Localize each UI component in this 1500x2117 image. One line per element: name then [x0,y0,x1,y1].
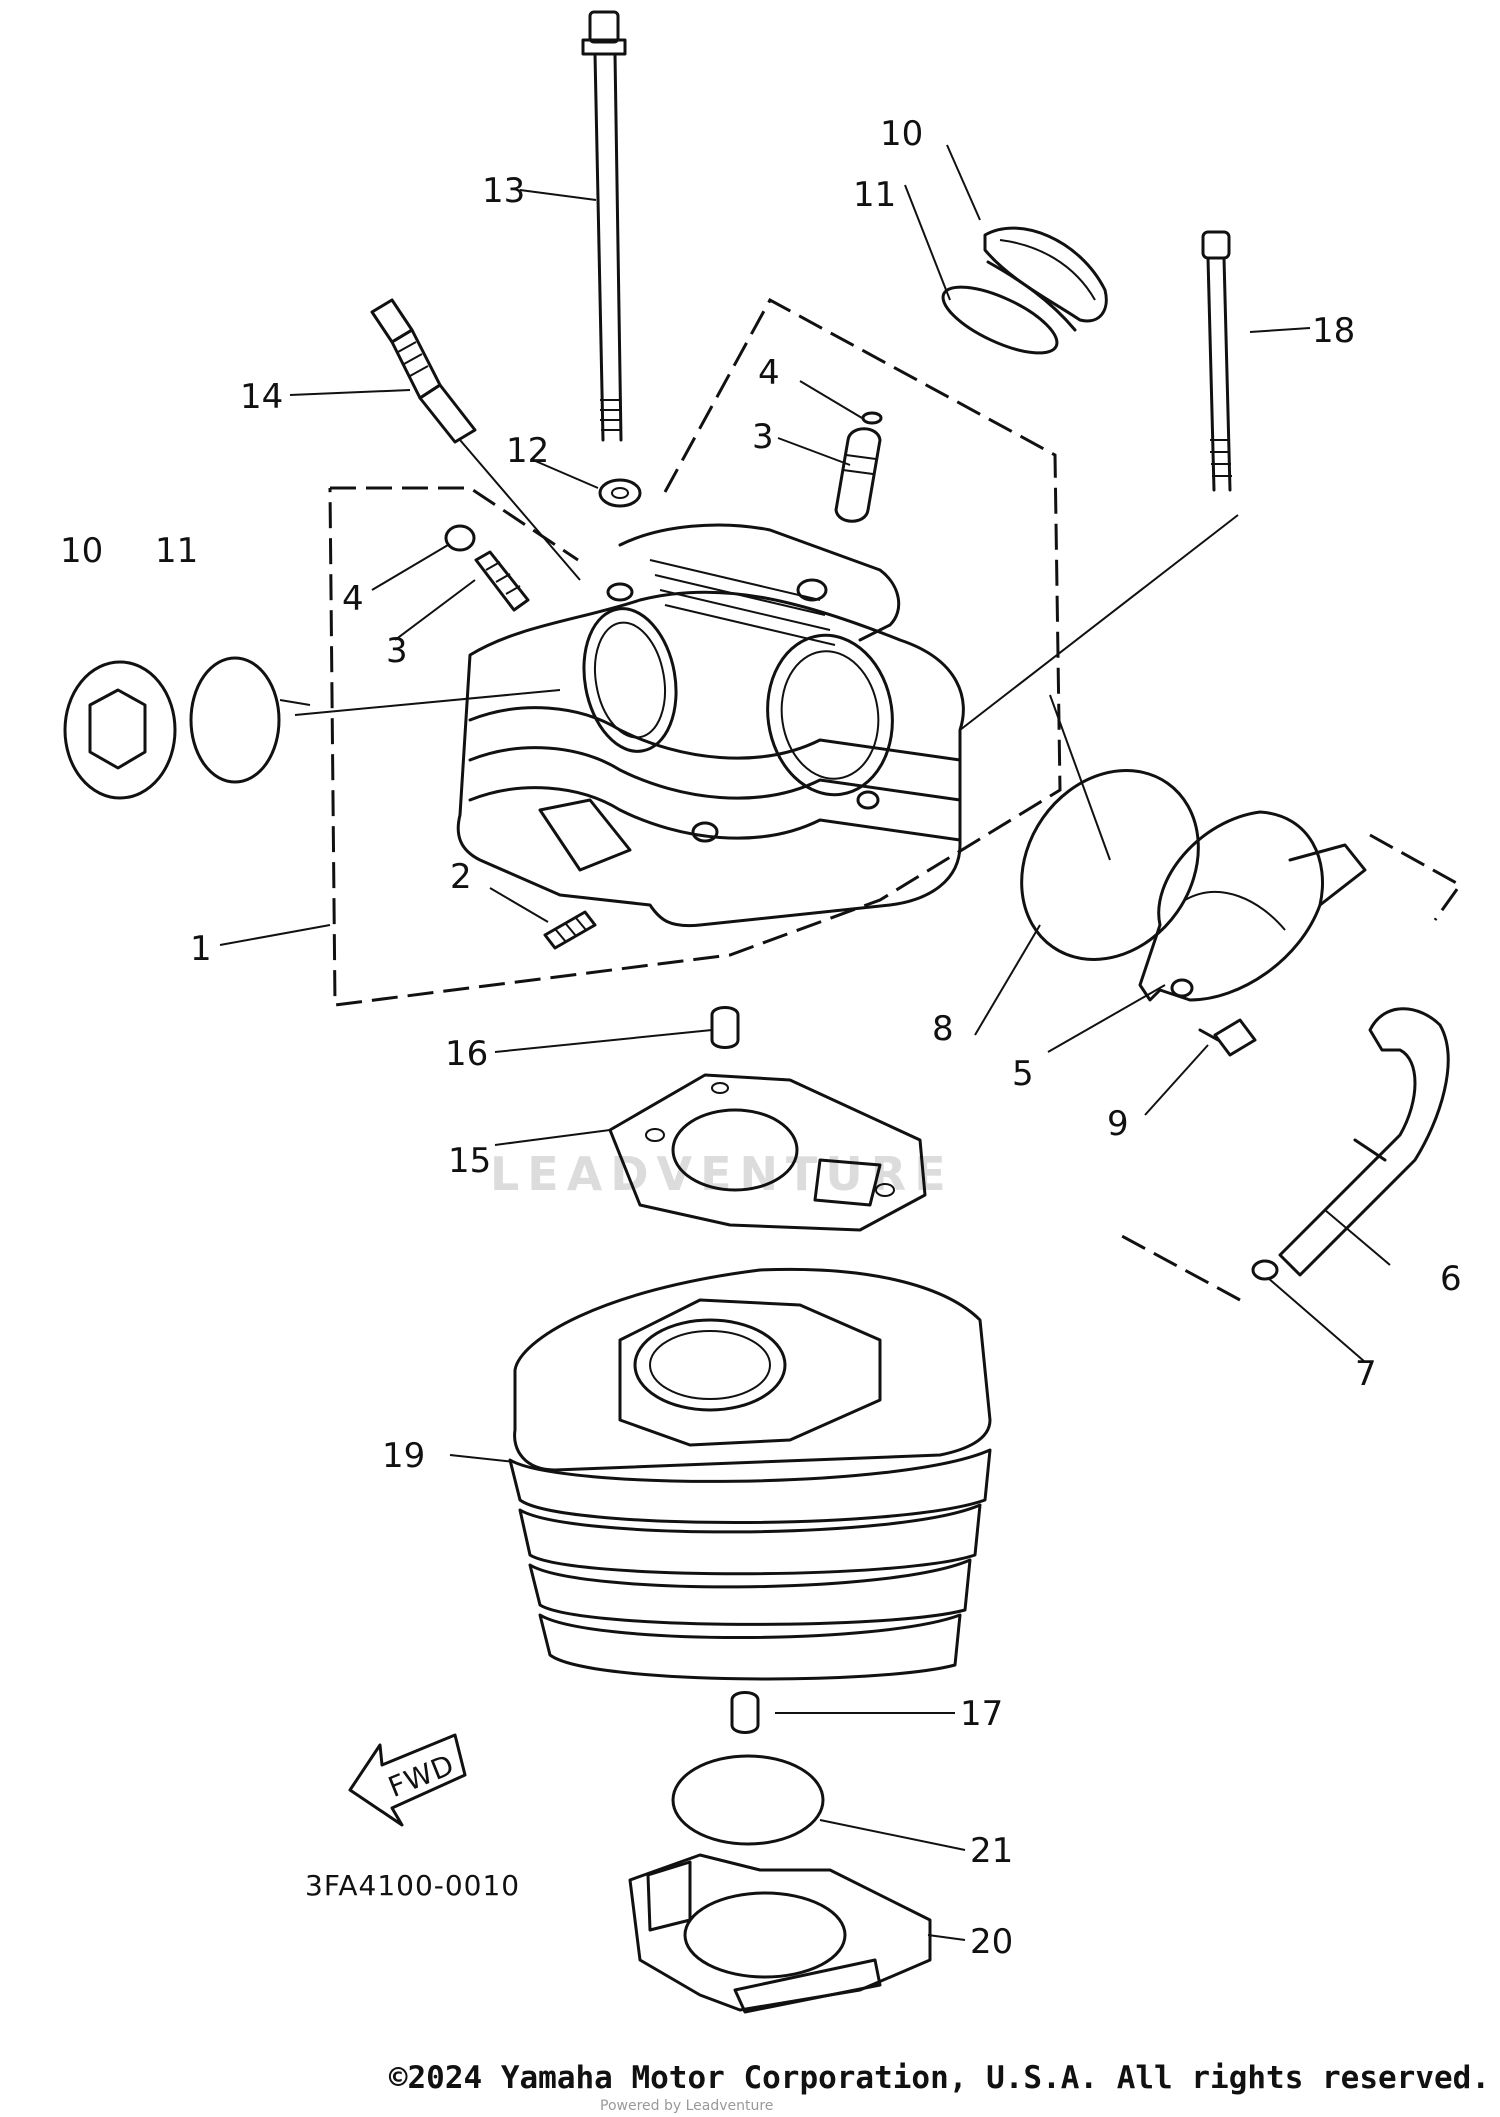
part-6-breather-hose [1119,833,1463,1302]
part-16-dowel [710,1006,740,1049]
callout-8: 8 [932,1009,954,1049]
part-4-clip-left [444,524,476,552]
callout-5: 5 [1012,1054,1034,1094]
part-4-clip-right [861,411,883,425]
callout-4-left: 4 [342,579,364,619]
part-7-clamp [1251,1259,1279,1281]
callout-13: 13 [482,171,525,211]
part-10-cap-top [983,226,1108,332]
part-20-base-gasket [628,1853,932,2014]
callout-2: 2 [450,857,472,897]
callout-7: 7 [1355,1354,1377,1394]
callout-6: 6 [1440,1259,1462,1299]
callout-9: 9 [1107,1104,1129,1144]
part-3-valve-guide-right [834,427,882,523]
callout-12: 12 [506,431,549,471]
part-18-bolt [1201,230,1232,492]
callout-11-top: 11 [853,175,896,215]
callout-20: 20 [970,1922,1013,1962]
watermark-text: LEADVENTURE [490,1147,954,1201]
callout-16: 16 [445,1034,488,1074]
callout-10-left: 10 [60,531,103,571]
part-21-o-ring [671,1754,825,1846]
part-3-valve-guide-left [474,550,530,612]
callout-1: 1 [190,929,212,969]
part-9-screw [1198,1018,1257,1057]
callout-4-right: 4 [758,353,780,393]
part-15-head-gasket [608,1073,927,1232]
callout-14: 14 [240,377,283,417]
callout-10-top: 10 [880,114,923,154]
callout-labels: 1 2 3 3 4 4 5 6 7 8 9 10 10 11 11 12 13 … [60,114,1462,1962]
leader-lines [219,144,1391,1941]
part-2-stud [543,910,597,950]
callout-19: 19 [382,1436,425,1476]
part-11-o-ring-top [941,285,1059,355]
part-1-cylinder-head [328,297,1062,1007]
part-13-stud-bolt [581,10,627,442]
callout-17: 17 [960,1694,1003,1734]
part-10-plug-cap-left [63,660,177,800]
callout-3-left: 3 [386,631,408,671]
copyright-notice: ©2024 Yamaha Motor Corporation, U.S.A. A… [388,2060,1490,2096]
fwd-arrow [348,1733,467,1827]
part-12-washer [598,478,642,508]
callout-15: 15 [448,1141,491,1181]
powered-by-text: Powered by Leadventure [600,2098,774,2114]
callout-3-right: 3 [752,417,774,457]
part-8-o-ring [1020,769,1200,961]
callout-11-left: 11 [155,531,198,571]
part-11-o-ring-left [189,656,281,784]
part-19-cylinder [508,1267,992,1681]
part-14-spark-plug [370,298,477,444]
part-17-dowel [730,1691,760,1734]
callout-21: 21 [970,1831,1013,1871]
diagram-code: 3FA4100-0010 [305,1869,520,1902]
callout-18: 18 [1312,311,1355,351]
part-5-cover [1138,810,1367,1002]
